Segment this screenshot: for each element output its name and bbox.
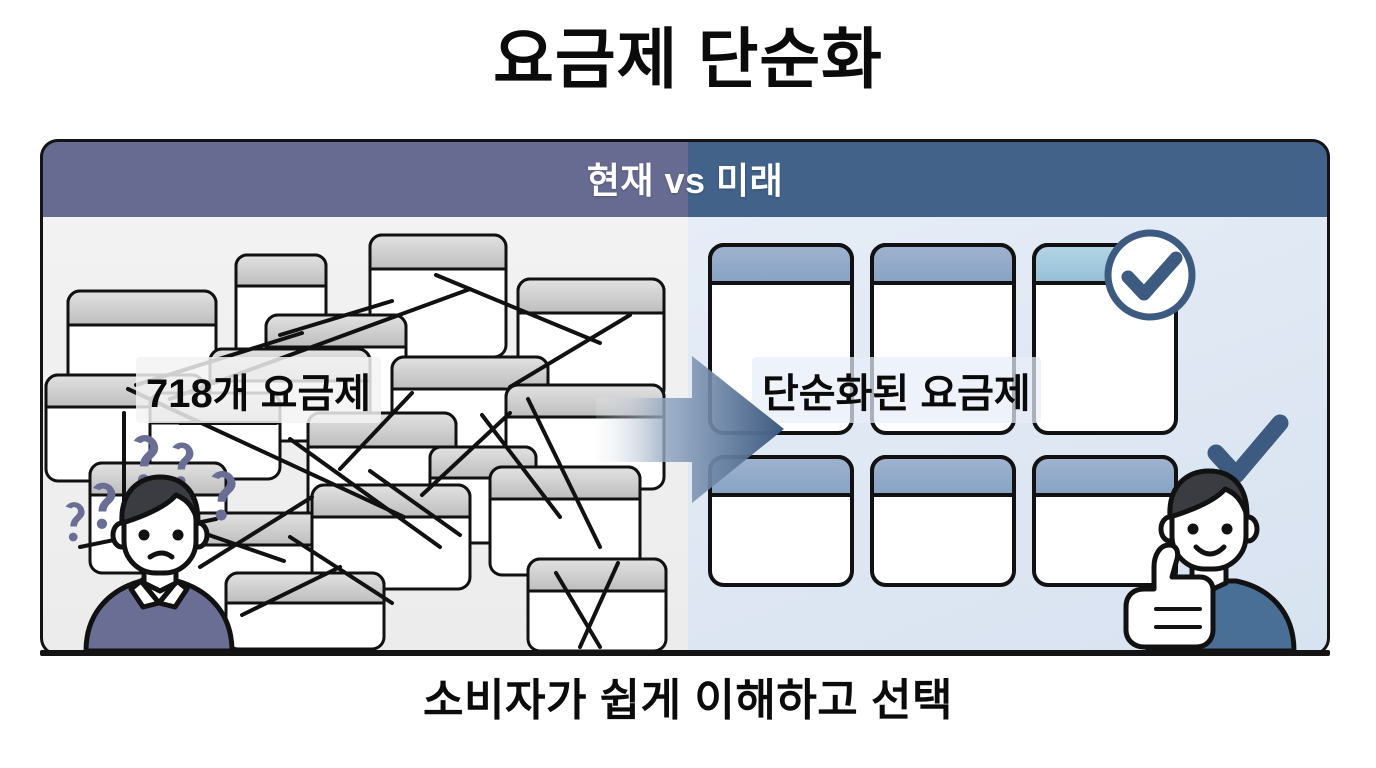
panel-header-title: 현재 vs 미래 [586,160,784,201]
caption: 소비자가 쉽게 이해하고 선택 [423,676,953,725]
arrow-shape [596,356,784,503]
comparison-panel: 현재 vs 미래 [40,139,1330,656]
future-plans-label: 단순화된 요금제 [752,357,1041,423]
transition-arrow [596,352,786,507]
panel-header-band [40,139,1330,217]
plan-card [224,571,386,651]
check-icon [1207,414,1289,484]
check-circle-icon [1104,229,1196,321]
simplified-plan-card [708,455,854,587]
current-plans-label: 718개 요금제 [136,357,382,423]
confused-person-illustration [65,435,236,654]
panel-body: 718개 요금제 [40,217,1330,656]
simplified-plans-illustration [708,229,1289,587]
thumbs-up-icon [1123,542,1216,650]
person-avatar [83,474,235,654]
header-left-half [40,139,688,217]
simplified-plan-card [1032,455,1178,587]
panel-bottom-rule [40,650,1330,656]
simplified-plan-card [870,455,1016,587]
future-side: 단순화된 요금제 [688,217,1330,656]
header-right-half [688,139,1330,217]
person-avatar [1123,468,1297,654]
page-title: 요금제 단순화 [493,22,883,96]
happy-person-illustration [1123,468,1297,654]
current-side: 718개 요금제 [40,217,688,656]
